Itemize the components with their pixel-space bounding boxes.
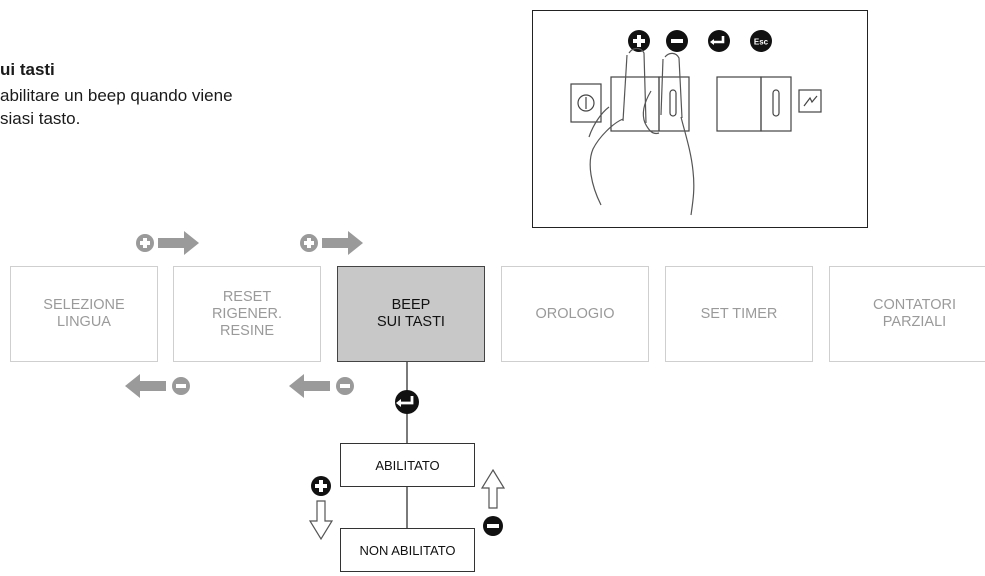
menu-item-set-timer[interactable]: SET TIMER — [665, 266, 813, 362]
minus-left-nav-icon — [289, 374, 354, 398]
keypad-illustration: Esc — [570, 30, 822, 216]
section-description: abilitare un beep quando viene siasi tas… — [0, 84, 360, 130]
enter-key-icon — [395, 390, 419, 414]
hand-illustration — [588, 47, 695, 216]
menu-item-orologio[interactable]: OROLOGIO — [501, 266, 649, 362]
description-line: abilitare un beep quando viene — [0, 86, 233, 105]
section-heading: ui tasti — [0, 60, 55, 79]
menu-item-contatori-parziali[interactable]: CONTATORI PARZIALI — [829, 266, 985, 362]
enter-key-icon — [708, 30, 730, 52]
keypad-photo: Esc — [532, 10, 868, 228]
up-arrow-icon — [480, 468, 506, 509]
option-non-abilitato[interactable]: NON ABILITATO — [340, 528, 475, 572]
menu-item-reset-rigener-resine[interactable]: RESET RIGENER. RESINE — [173, 266, 321, 362]
plus-right-nav-icon — [300, 231, 363, 255]
description-line: siasi tasto. — [0, 109, 81, 128]
plus-key-icon — [311, 476, 331, 496]
plus-key-icon — [628, 30, 650, 52]
minus-key-icon — [666, 30, 688, 52]
menu-item-selezione-lingua[interactable]: SELEZIONE LINGUA — [10, 266, 158, 362]
minus-left-nav-icon — [125, 374, 190, 398]
down-arrow-icon — [308, 500, 334, 541]
esc-key-label: Esc — [754, 38, 769, 47]
option-abilitato[interactable]: ABILITATO — [340, 443, 475, 487]
plus-right-nav-icon — [136, 231, 199, 255]
menu-item-beep-sui-tasti[interactable]: BEEP SUI TASTI — [337, 266, 485, 362]
minus-key-icon — [483, 516, 503, 536]
esc-key-icon: Esc — [750, 30, 772, 52]
